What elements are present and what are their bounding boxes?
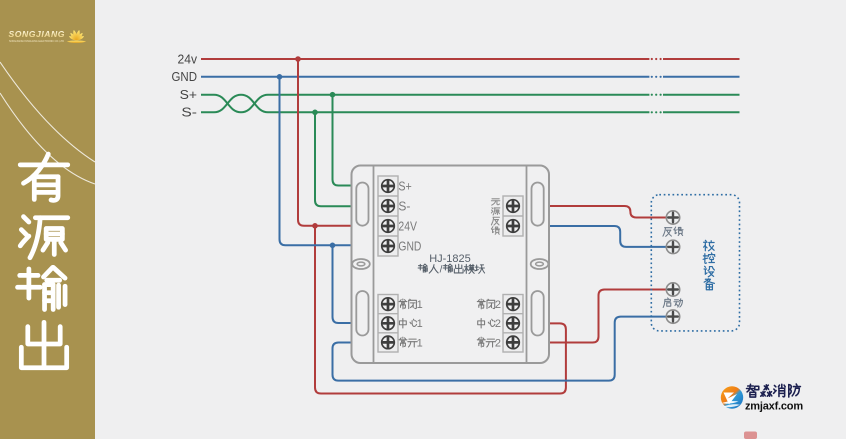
svg-text:SONGJIANG: SONGJIANG — [9, 29, 66, 39]
svg-text:S+: S+ — [180, 88, 197, 102]
svg-text:24V: 24V — [398, 220, 417, 234]
svg-text:2: 2 — [495, 318, 501, 330]
svg-text:2: 2 — [495, 299, 501, 311]
svg-text:/: / — [440, 265, 443, 276]
svg-text:zmjaxf.com: zmjaxf.com — [745, 401, 803, 413]
svg-text:S-: S- — [181, 106, 197, 120]
svg-text:2: 2 — [495, 337, 501, 349]
svg-text:1: 1 — [417, 337, 423, 349]
svg-text:S+: S+ — [398, 180, 411, 194]
svg-text:S-: S- — [398, 200, 410, 214]
svg-text:HJ-1825: HJ-1825 — [429, 253, 471, 265]
svg-text:GND: GND — [172, 70, 198, 84]
svg-text:1: 1 — [417, 318, 423, 330]
svg-text:SONGJIANG/YANGUANG ELECTRONIC: SONGJIANG/YANGUANG ELECTRONIC CO.,LTD — [9, 39, 65, 43]
svg-text:24v: 24v — [178, 52, 198, 66]
svg-text:GND: GND — [398, 240, 421, 254]
svg-text:1: 1 — [417, 299, 423, 311]
